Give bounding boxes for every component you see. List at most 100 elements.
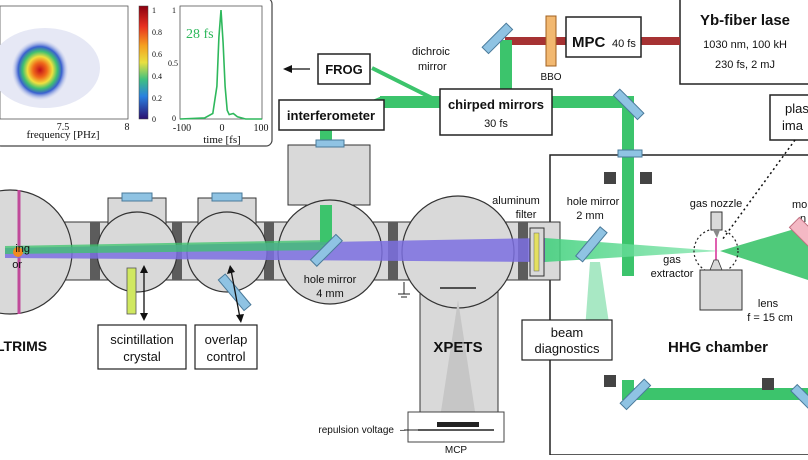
beam-diagnostics-box <box>521 319 613 361</box>
pulse-xticks: -100 0 100 <box>173 123 269 134</box>
colorbar-tick: 0 <box>152 115 156 124</box>
aluminum-label-2: filter <box>516 209 537 221</box>
gas-extractor-label-2: extractor <box>651 268 694 280</box>
overlap-arrowhead <box>236 314 244 323</box>
mcp-detector <box>437 422 479 427</box>
chamber3-top <box>287 144 371 206</box>
plasma-imaging-pointer <box>721 139 796 241</box>
chamber-window-top <box>617 149 643 158</box>
overlap-label-1: overlap <box>205 332 248 347</box>
overlap-label-2: control <box>206 349 245 364</box>
xpets-label: XPETS <box>433 339 482 356</box>
interferometer-label: interferometer <box>287 108 375 123</box>
colorbar-tick: 0.2 <box>152 94 162 103</box>
left-edge-label-2: or <box>12 259 22 271</box>
focusing-mirror <box>788 216 808 250</box>
beam-diag-label-2: diagnostics <box>534 341 600 356</box>
lens-label-1: lens <box>758 298 779 310</box>
pulse-intensity-line <box>179 9 262 120</box>
gas-nozzle-label: gas nozzle <box>690 198 743 210</box>
mo-label-2: n <box>800 213 806 225</box>
hole-mirror-4mm-label-2: 4 mm <box>316 288 344 300</box>
mpc-label: MPC <box>572 34 606 51</box>
mcp-label: MCP <box>445 445 468 455</box>
chirped-value: 30 fs <box>484 118 508 130</box>
dichroic-label-2: mirror <box>418 61 447 73</box>
hole-mirror-4mm-label-1: hole mirror <box>304 274 357 286</box>
dichroic-mirror <box>481 22 514 55</box>
mpc-value: 40 fs <box>612 38 636 50</box>
chamber3-window <box>315 139 345 148</box>
hole-mirror-4mm <box>309 233 343 267</box>
hole-mirror-2mm-label-1: hole mirror <box>567 196 620 208</box>
pulse-xtick: 0 <box>220 123 225 134</box>
colorbar-tick: 0.8 <box>152 28 162 37</box>
green-beam-vertical <box>320 205 332 245</box>
pulse-xlabel: time [fs] <box>203 134 241 146</box>
steering-mirror-top <box>612 88 645 121</box>
repulsion-label: repulsion voltage <box>318 425 394 436</box>
colorbar-ticks: 1 0.8 0.6 0.4 0.2 0 <box>152 6 162 124</box>
mpc-box <box>565 16 642 58</box>
scint-label-2: crystal <box>123 349 161 364</box>
frog-branch-beam <box>371 66 441 104</box>
colorbar-tick: 0.6 <box>152 50 162 59</box>
laser-spec-1: 1030 nm, 100 kH <box>703 39 787 51</box>
left-edge-label-1: ing <box>15 243 30 255</box>
hole-mirror-2mm-label-2: 2 mm <box>576 210 604 222</box>
xpets-cone <box>440 300 476 418</box>
diagnostics-beam <box>585 262 610 330</box>
laser-spec-2: 230 fs, 2 mJ <box>715 59 775 71</box>
colorbar <box>138 5 149 120</box>
pulse-xtick: -100 <box>173 123 191 134</box>
spectrogram-spot <box>12 40 68 100</box>
pulse-ytick: 0 <box>172 114 176 123</box>
scint-arrowhead <box>140 313 148 321</box>
chirped-label: chirped mirrors <box>448 97 544 112</box>
gas-extractor <box>699 269 743 311</box>
colorbar-tick: 0.4 <box>152 72 162 81</box>
overlap-box <box>194 324 258 370</box>
spectrogram-tick-mid: 7.5 <box>57 122 70 133</box>
aluminum-filter <box>533 232 540 272</box>
gas-nozzle <box>710 211 723 231</box>
interaction-point <box>13 247 23 257</box>
frog-arrow-head <box>283 65 292 73</box>
laser-title: Yb-fiber lase <box>700 12 790 29</box>
overlap-translation-arrow <box>230 269 241 319</box>
spectrogram-xlabel: frequency [PHz] <box>27 129 100 141</box>
laser-box <box>679 0 808 85</box>
dichroic-label-1: dichroic <box>412 46 450 58</box>
lens-label-2: f = 15 cm <box>747 312 793 324</box>
colorbar-tick: 1 <box>152 6 156 15</box>
pulse-xtick: 100 <box>254 123 269 134</box>
spectrogram-tick-right: 8 <box>125 122 130 133</box>
hhg-diverging-beam <box>720 225 808 280</box>
frog-label: FROG <box>325 62 363 77</box>
interferometer-box <box>278 99 385 131</box>
plasma-imaging-box <box>769 94 808 141</box>
coltrims-label: LTRIMS <box>0 338 47 354</box>
plasma-label-1: plas <box>785 101 808 116</box>
beam-diag-label-1: beam <box>551 325 584 340</box>
scintillation-crystal <box>126 267 137 315</box>
overlap-arrowhead <box>227 265 235 274</box>
chamber2-window <box>211 192 243 202</box>
bbo-crystal <box>545 15 557 67</box>
frog-box <box>317 53 371 85</box>
scint-label-1: scintillation <box>110 332 174 347</box>
mo-label-1: mo <box>792 199 807 211</box>
pulse-fwhm-annotation: 28 fs <box>186 27 214 42</box>
scint-box <box>97 324 187 370</box>
focus-region <box>693 228 739 274</box>
steering-mirror-bottom <box>619 378 652 411</box>
aluminum-label-1: aluminum <box>492 195 540 207</box>
repulsion-sign: – <box>400 425 406 436</box>
hhg-chamber-label: HHG chamber <box>668 339 768 356</box>
chirped-mirrors-box <box>439 88 553 136</box>
hole-mirror-2mm <box>575 226 608 263</box>
pulse-ytick: 1 <box>172 6 176 15</box>
scint-arrowhead <box>140 265 148 273</box>
